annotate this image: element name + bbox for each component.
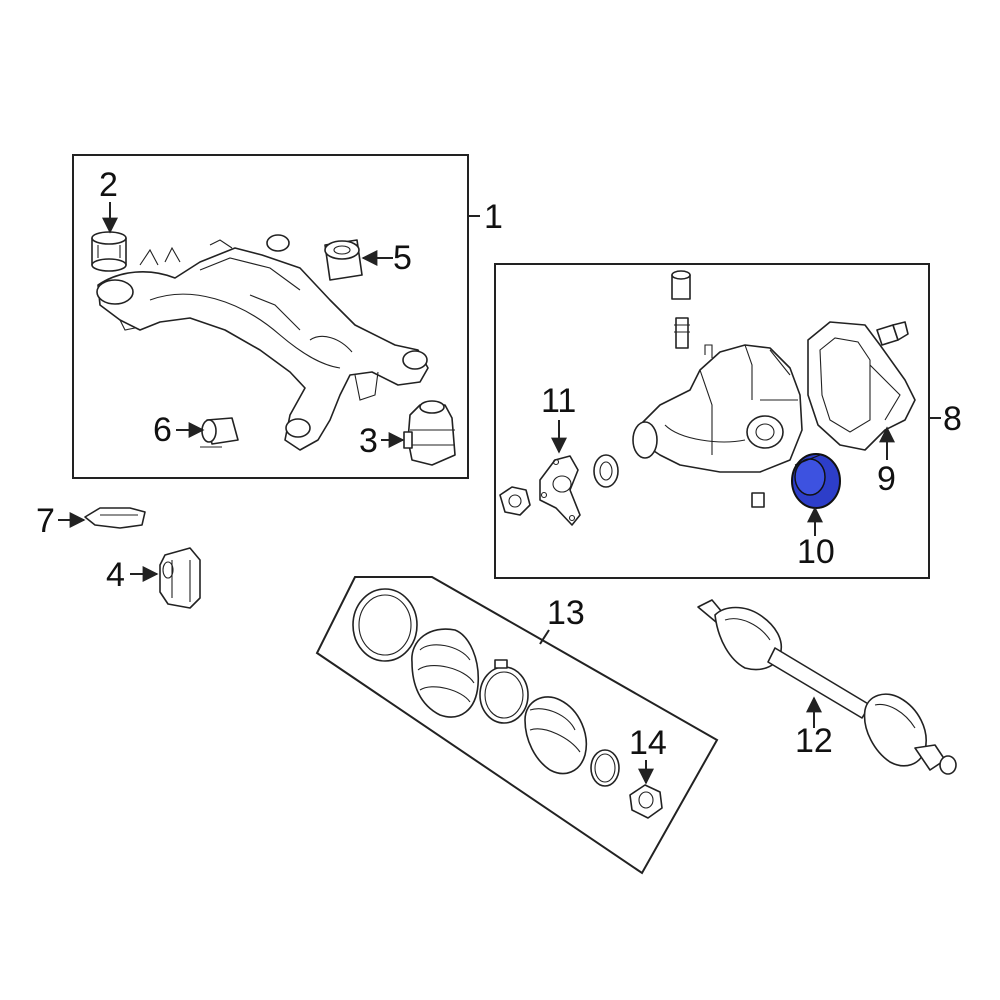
callout-2[interactable]: 2 [99,166,118,204]
bracket-7[interactable] [84,507,146,529]
pinion-nut[interactable] [499,486,531,516]
mount-4[interactable] [159,547,201,609]
cover-gasket-9[interactable] [807,321,916,451]
axle-shaft-12[interactable] [697,599,957,775]
bushing-6[interactable] [200,417,239,448]
callout-7[interactable]: 7 [36,502,55,540]
bushing-5[interactable] [324,239,363,281]
callout-10[interactable]: 10 [797,533,835,571]
callout-8[interactable]: 8 [943,400,962,438]
subframe-part[interactable] [96,234,429,451]
band-clamp-small[interactable] [590,749,620,787]
callout-6[interactable]: 6 [153,411,172,449]
flange-11[interactable] [539,455,581,526]
bushing-2[interactable] [91,231,127,272]
callout-3[interactable]: 3 [359,422,378,460]
outer-boot[interactable] [411,628,480,718]
callout-11[interactable]: 11 [541,382,576,420]
callout-14[interactable]: 14 [629,724,667,762]
axle-nut-14[interactable] [629,784,663,819]
callout-1[interactable]: 1 [484,198,503,236]
callout-12[interactable]: 12 [795,722,833,760]
snap-ring[interactable] [352,588,418,662]
differential-housing[interactable] [632,344,803,473]
vent-plug[interactable] [671,270,691,349]
callout-4[interactable]: 4 [106,556,125,594]
drain-plug[interactable] [751,492,765,508]
pinion-seal[interactable] [593,454,619,488]
band-clamp-large[interactable] [479,659,529,724]
inner-boot[interactable] [524,696,587,775]
subframe-group: 1 2 [72,154,503,479]
mount-3[interactable] [403,400,456,466]
callout-9[interactable]: 9 [877,460,896,498]
differential-group: 8 [494,263,962,579]
seal-10[interactable] [791,453,841,509]
boot-kit-group: 13 1 [315,576,719,875]
callout-13[interactable]: 13 [547,594,585,632]
callout-5[interactable]: 5 [393,239,412,277]
bolt[interactable] [876,321,909,346]
